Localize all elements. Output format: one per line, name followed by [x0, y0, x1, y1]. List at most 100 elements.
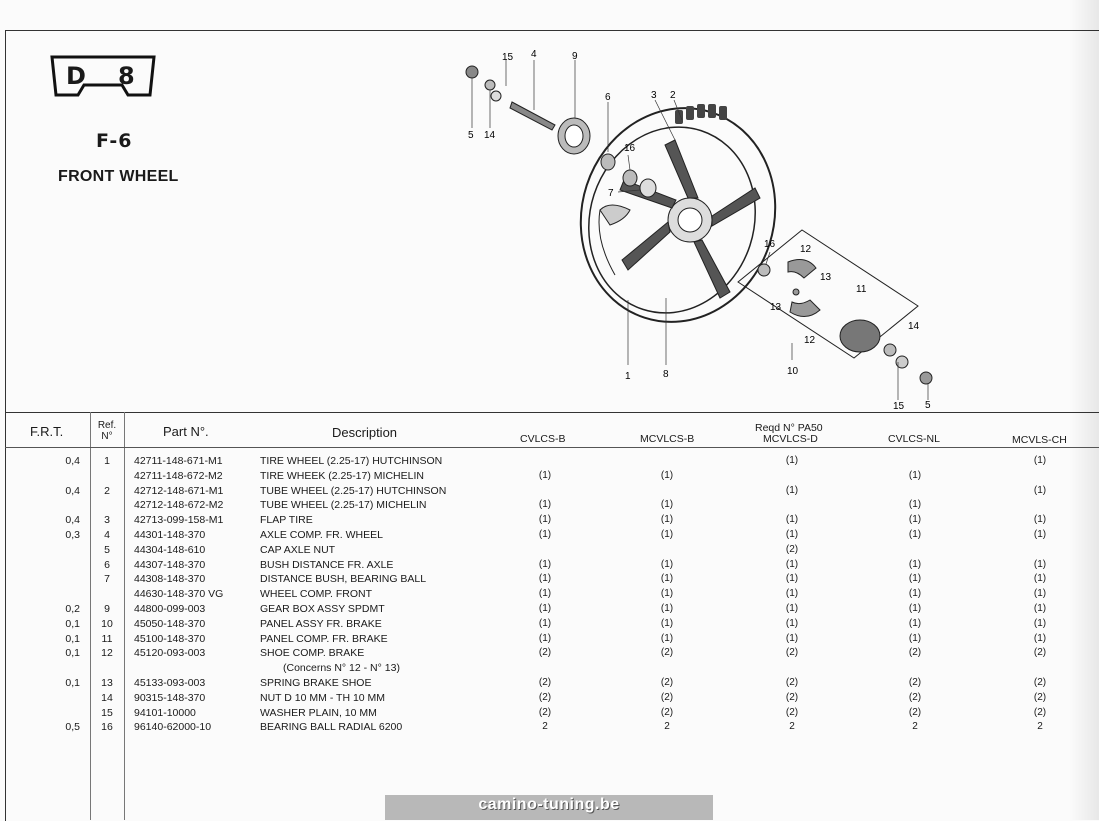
cell-description: PANEL COMP. FR. BRAKE — [260, 632, 388, 645]
cell-description: FLAP TIRE — [260, 514, 313, 527]
cell-ref: 7 — [104, 573, 110, 586]
header-reqd: Reqd N° PA50 — [755, 422, 823, 434]
cell-qty: (1) — [660, 514, 674, 526]
cell-frt: 0,4 — [65, 455, 80, 467]
cell-qty: (2) — [660, 647, 674, 659]
cell-part-no: 42711-148-672-M2 — [134, 469, 223, 482]
cell-qty: 2 — [789, 721, 795, 733]
callout-13b: 13 — [770, 302, 782, 313]
cell-description: NUT D 10 MM - TH 10 MM — [260, 691, 386, 704]
table-row: 42711-148-672-M2 TIRE WHEEK (2.25-17) MIC… — [0, 470, 1099, 485]
cell-qty: (1) — [538, 514, 552, 526]
cell-qty: (1) — [785, 484, 799, 496]
cell-ref: 3 — [104, 514, 110, 527]
cell-qty: (1) — [785, 529, 799, 540]
cell-qty: (1) — [1033, 632, 1047, 644]
cell-description: (Concerns N° 12 - N° 13) — [283, 662, 400, 675]
cell-qty: (2) — [538, 647, 552, 659]
cell-qty: (1) — [660, 617, 674, 629]
header-model-3: MCVLCS-D — [763, 433, 818, 445]
header-model-2: MCVLCS-B — [640, 433, 695, 445]
cell-part-no: 44304-148-610 — [134, 543, 206, 556]
cell-qty: (1) — [1033, 617, 1047, 629]
cell-ref: 11 — [101, 632, 113, 645]
header-ref: Ref. N° — [97, 420, 117, 442]
cell-qty: (2) — [538, 706, 552, 718]
cell-qty: (2) — [785, 691, 799, 703]
cell-part-no: 42711-148-671-M1 — [134, 455, 223, 467]
cell-qty: (1) — [538, 573, 552, 585]
cell-description: TIRE WHEEK (2.25-17) MICHELIN — [260, 469, 424, 482]
cell-qty: (1) — [908, 617, 922, 629]
cell-qty: (1) — [660, 499, 674, 511]
cell-qty: (2) — [908, 677, 922, 688]
cell-part-no: 45120-093-003 — [134, 647, 206, 660]
callout-7: 7 — [608, 188, 614, 199]
cell-qty: (1) — [538, 617, 552, 629]
watermark-bar — [385, 795, 713, 820]
cell-ref: 1 — [104, 455, 110, 467]
cell-frt: 0,1 — [65, 647, 80, 660]
callout-15b: 15 — [893, 401, 905, 412]
callout-14a: 14 — [484, 130, 496, 141]
cell-description: AXLE COMP. FR. WHEEL — [260, 529, 383, 541]
cell-qty: (2) — [660, 691, 674, 703]
col-rule — [90, 412, 91, 820]
cell-description: PANEL ASSY FR. BRAKE — [260, 617, 382, 630]
callout-13a: 13 — [820, 272, 832, 283]
cell-ref: 9 — [104, 603, 110, 615]
cell-qty: (2) — [660, 677, 674, 688]
callout-12a: 12 — [800, 244, 812, 255]
page-frame — [5, 30, 1099, 821]
cell-qty: (1) — [1033, 455, 1047, 466]
cell-part-no: 42712-148-671-M1 — [134, 484, 224, 497]
cell-description: TUBE WHEEL (2.25-17) HUTCHINSON — [260, 484, 447, 497]
cell-qty: (1) — [538, 632, 552, 644]
cell-ref: 15 — [101, 706, 113, 719]
cell-qty: (2) — [785, 543, 799, 555]
callout-8: 8 — [663, 369, 669, 380]
callout-5a: 5 — [468, 130, 474, 141]
cell-qty: (1) — [1033, 573, 1047, 585]
cell-qty: (2) — [908, 691, 922, 703]
cell-ref: 10 — [101, 617, 113, 630]
axle-parts-left — [465, 65, 657, 198]
rim-spokes — [619, 139, 761, 299]
cell-qty: (1) — [660, 588, 674, 600]
cell-qty: (1) — [660, 573, 674, 585]
cell-qty: (2) — [908, 706, 922, 718]
cell-qty: (1) — [785, 514, 799, 526]
header-model-4: CVLCS-NL — [888, 433, 940, 445]
cell-qty: (2) — [908, 647, 922, 659]
callout-12b: 12 — [804, 335, 816, 346]
cell-qty: 2 — [664, 721, 670, 733]
cell-part-no: 45100-148-370 — [134, 632, 206, 645]
cell-description: DISTANCE BUSH, BEARING BALL — [260, 573, 427, 586]
cell-description: TIRE WHEEL (2.25-17) HUTCHINSON — [260, 455, 443, 467]
section-badge — [50, 55, 156, 97]
callout-5b: 5 — [925, 400, 931, 411]
cell-qty: (1) — [785, 632, 799, 644]
cell-frt: 0,4 — [65, 514, 80, 527]
cell-frt: 0,1 — [65, 677, 80, 689]
table-row: (Concerns N° 12 - N° 13) — [0, 662, 1099, 677]
cell-ref: 2 — [104, 484, 110, 497]
section-code: F-6 — [96, 130, 133, 152]
callout-1: 1 — [625, 371, 631, 382]
cell-frt: 0,1 — [65, 617, 80, 630]
callout-9: 9 — [572, 51, 578, 62]
cell-qty: (1) — [660, 558, 674, 570]
cell-qty: (2) — [660, 706, 674, 718]
callout-2: 2 — [670, 90, 676, 101]
cell-qty: (2) — [1033, 691, 1047, 703]
cell-qty: (1) — [908, 558, 922, 570]
cell-qty: (1) — [785, 455, 799, 466]
brake-parts — [757, 259, 933, 385]
cell-qty: (1) — [660, 632, 674, 644]
